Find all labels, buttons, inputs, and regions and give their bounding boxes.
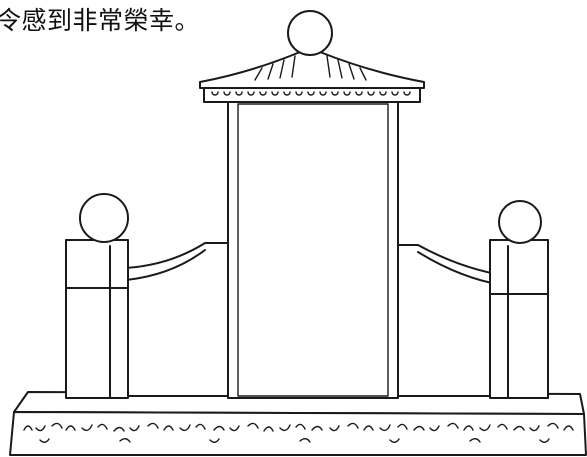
frieze-pattern [211,91,411,96]
tablet-roof [199,10,425,103]
left-pillar [65,193,129,399]
caption-text: 令感到非常榮幸。 [0,6,201,35]
top-finial-sphere [287,10,333,56]
right-pillar [489,200,549,399]
left-pillar-sphere [79,193,129,243]
base-texture [23,422,574,443]
left-side-wall [125,242,231,397]
central-tablet [227,99,399,399]
base-platform [9,391,587,456]
right-side-wall [391,244,503,397]
right-pillar-sphere [498,200,542,244]
